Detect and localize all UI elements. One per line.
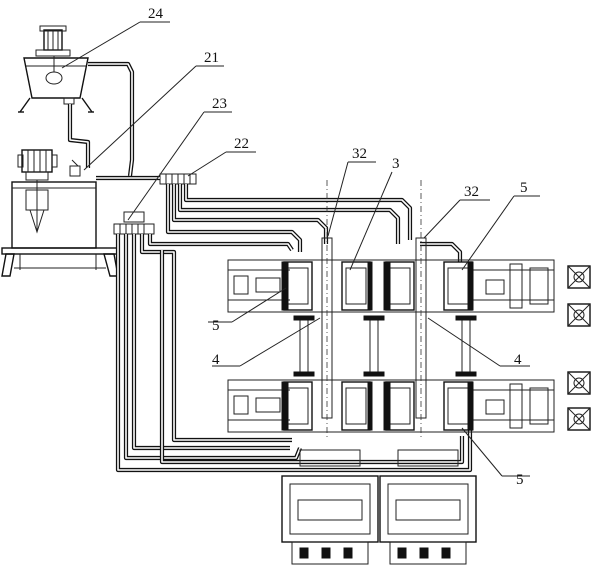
label-5-bottom-right: 5: [516, 472, 524, 488]
label-23: 23: [212, 96, 227, 112]
hydraulic-station-21: [1, 149, 119, 277]
frame-bottom: [227, 379, 555, 433]
right-motors: [567, 265, 591, 431]
manifold-22: [159, 173, 197, 185]
label-32-right: 32: [464, 184, 479, 200]
roller-units-bottom: [281, 381, 474, 431]
label-5-left: 5: [212, 318, 220, 334]
tank-24: [18, 25, 94, 113]
label-4-left: 4: [212, 352, 220, 368]
shafts: [293, 180, 477, 440]
label-4-right: 4: [514, 352, 522, 368]
leader-lines: [61, 21, 540, 477]
frame-top: [227, 259, 555, 313]
label-5-top-right: 5: [520, 180, 528, 196]
manifold-23: [113, 211, 155, 235]
label-24: 24: [148, 6, 164, 22]
roller-units-top: [281, 261, 474, 311]
piping: [67, 61, 473, 473]
label-32-left: 32: [352, 146, 367, 162]
label-22: 22: [234, 136, 249, 152]
label-3: 3: [392, 156, 400, 172]
gear-reducers: [281, 449, 477, 565]
label-21: 21: [204, 50, 219, 66]
